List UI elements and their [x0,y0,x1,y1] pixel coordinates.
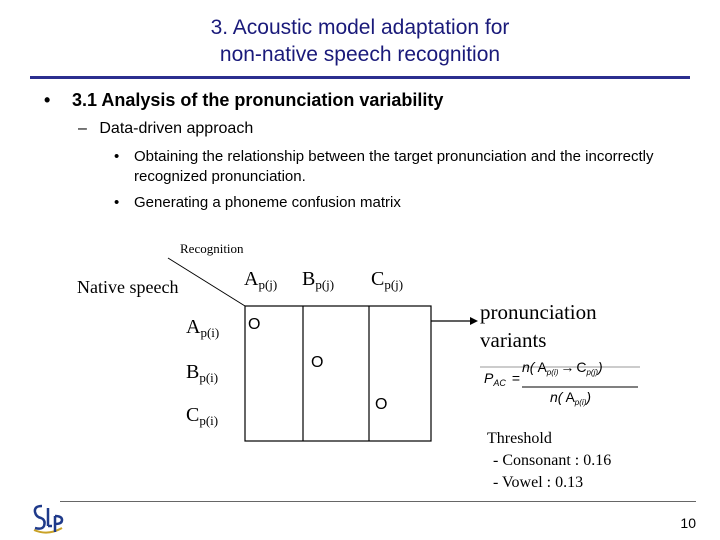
formula-denominator: n(Ap(i)) [550,389,592,407]
matrix-corner-diagonal [167,257,246,307]
bullet-dot-icon: • [114,194,120,211]
right-arrow-icon: → [560,359,575,375]
matrix-cell-mark: O [248,316,261,333]
matrix-cell-mark: O [375,396,388,413]
pronunciation-variants-label: pronunciation variants [480,300,597,352]
arrow-head-icon [470,317,478,325]
threshold-consonant: - Consonant : 0.16 [493,452,612,469]
footer-divider [60,501,696,502]
formula-numerator: n(Ap(i)→Cp(j)) [522,359,603,377]
matrix-cell-mark: O [311,354,324,371]
bullet-level-2-text: Data-driven approach [99,120,254,137]
slide-title-line-1: 3. Acoustic model adaptation for [210,16,510,39]
bullet-level-3-text: Obtaining the relationship between the t… [134,148,654,185]
slide-title: 3. Acoustic model adaptation for non-nat… [0,14,720,68]
bullet-level-1-text: 3.1 Analysis of the pronunciation variab… [72,90,444,110]
matrix-column-header: Cp(j) [371,268,404,292]
title-divider [30,76,690,79]
bullet-level-2: – Data-driven approach [78,120,253,138]
matrix-axis-recognition: Recognition [180,241,244,256]
matrix-row-header: Cp(i) [186,404,219,428]
slp-logo-icon [33,504,64,534]
bullet-dot-icon: • [44,90,51,110]
bullet-dot-icon: • [114,148,120,165]
formula-lhs: PAC= [484,370,521,388]
matrix-row-header: Bp(i) [186,361,219,385]
page-number: 10 [680,515,696,531]
matrix-column-header: Bp(j) [302,268,335,292]
bullet-level-3-text: Generating a phoneme confusion matrix [134,194,401,211]
matrix-column-header: Ap(j) [244,268,278,292]
threshold-title: Threshold [487,430,552,447]
matrix-row-header: Ap(i) [186,316,220,340]
matrix-grid-border [244,305,432,442]
dash-icon: – [78,120,87,137]
slide-title-line-2: non-native speech recognition [219,43,501,66]
threshold-vowel: - Vowel : 0.13 [493,474,584,491]
matrix-axis-native-speech: Native speech [77,277,179,297]
